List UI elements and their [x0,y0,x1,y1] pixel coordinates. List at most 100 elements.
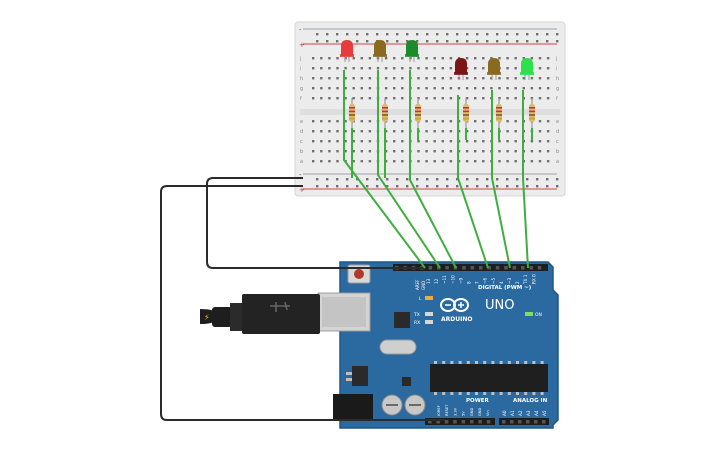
terminal-hole[interactable] [360,87,363,90]
terminal-hole[interactable] [530,160,534,163]
led-green-2[interactable] [520,58,534,80]
terminal-hole[interactable] [368,150,372,153]
terminal-hole[interactable] [384,130,388,133]
terminal-hole[interactable] [433,87,436,90]
rail-hole[interactable] [366,178,369,181]
terminal-hole[interactable] [538,67,542,70]
terminal-hole[interactable] [474,97,477,100]
rail-hole[interactable] [446,178,449,181]
terminal-hole[interactable] [425,77,428,80]
resistor-2[interactable] [382,98,388,130]
rail-hole[interactable] [526,33,529,36]
terminal-hole[interactable] [328,140,331,143]
terminal-hole[interactable] [449,67,453,70]
rail-hole[interactable] [526,178,529,181]
terminal-hole[interactable] [344,57,347,60]
rail-hole[interactable] [556,185,559,188]
terminal-hole[interactable] [384,97,388,100]
terminal-hole[interactable] [457,57,461,60]
rail-hole[interactable] [316,185,319,188]
terminal-hole[interactable] [449,140,453,143]
rail-hole[interactable] [546,185,549,188]
terminal-hole[interactable] [546,57,550,60]
terminal-hole[interactable] [506,77,509,80]
rail-hole[interactable] [496,33,499,36]
rail-hole[interactable] [476,40,479,43]
terminal-hole[interactable] [433,97,436,100]
terminal-hole[interactable] [401,67,404,70]
terminal-hole[interactable] [433,120,436,123]
terminal-hole[interactable] [482,77,485,80]
terminal-hole[interactable] [320,97,323,100]
rail-hole[interactable] [446,40,449,43]
terminal-hole[interactable] [336,77,339,80]
terminal-hole[interactable] [506,57,509,60]
terminal-hole[interactable] [401,57,404,60]
terminal-hole[interactable] [465,160,469,163]
led-yellow-2[interactable] [487,58,501,80]
rail-hole[interactable] [416,185,419,188]
terminal-hole[interactable] [538,87,542,90]
terminal-hole[interactable] [465,140,469,143]
terminal-hole[interactable] [393,57,396,60]
terminal-hole[interactable] [320,77,323,80]
power-socket[interactable] [428,420,432,424]
terminal-hole[interactable] [368,67,372,70]
terminal-hole[interactable] [449,130,453,133]
terminal-hole[interactable] [546,77,550,80]
rail-hole[interactable] [496,185,499,188]
rail-hole[interactable] [326,185,329,188]
terminal-hole[interactable] [417,77,420,80]
terminal-hole[interactable] [336,87,339,90]
rail-hole[interactable] [466,40,469,43]
terminal-hole[interactable] [336,67,339,70]
terminal-hole[interactable] [320,150,323,153]
rail-hole[interactable] [376,185,379,188]
rail-hole[interactable] [406,33,409,36]
terminal-hole[interactable] [417,140,420,143]
terminal-hole[interactable] [449,57,453,60]
terminal-hole[interactable] [514,160,517,163]
rail-hole[interactable] [506,178,509,181]
wire-led-4[interactable] [457,95,489,269]
terminal-hole[interactable] [441,150,444,153]
terminal-hole[interactable] [514,150,517,153]
terminal-hole[interactable] [376,67,380,70]
rail-hole[interactable] [456,33,459,36]
terminal-hole[interactable] [320,160,323,163]
terminal-hole[interactable] [328,77,331,80]
rail-hole[interactable] [536,40,539,43]
rail-hole[interactable] [466,185,469,188]
terminal-hole[interactable] [514,97,517,100]
terminal-hole[interactable] [506,87,509,90]
terminal-hole[interactable] [368,97,372,100]
terminal-hole[interactable] [449,160,453,163]
terminal-hole[interactable] [360,77,363,80]
rail-hole[interactable] [556,178,559,181]
rail-hole[interactable] [346,185,349,188]
terminal-hole[interactable] [336,130,339,133]
terminal-hole[interactable] [360,150,363,153]
terminal-hole[interactable] [368,130,372,133]
terminal-hole[interactable] [449,87,453,90]
rail-hole[interactable] [476,33,479,36]
header-socket[interactable] [470,266,475,270]
rail-hole[interactable] [436,185,439,188]
terminal-hole[interactable] [393,77,396,80]
terminal-hole[interactable] [514,120,517,123]
terminal-hole[interactable] [441,67,444,70]
terminal-hole[interactable] [312,140,315,143]
terminal-hole[interactable] [546,97,550,100]
terminal-hole[interactable] [336,120,339,123]
terminal-hole[interactable] [465,150,469,153]
header-socket[interactable] [445,266,449,270]
terminal-hole[interactable] [384,160,388,163]
terminal-hole[interactable] [538,140,542,143]
terminal-hole[interactable] [393,130,396,133]
terminal-hole[interactable] [474,130,477,133]
rail-hole[interactable] [546,178,549,181]
rail-hole[interactable] [406,40,409,43]
rail-hole[interactable] [476,178,479,181]
terminal-hole[interactable] [320,87,323,90]
terminal-hole[interactable] [490,77,493,80]
